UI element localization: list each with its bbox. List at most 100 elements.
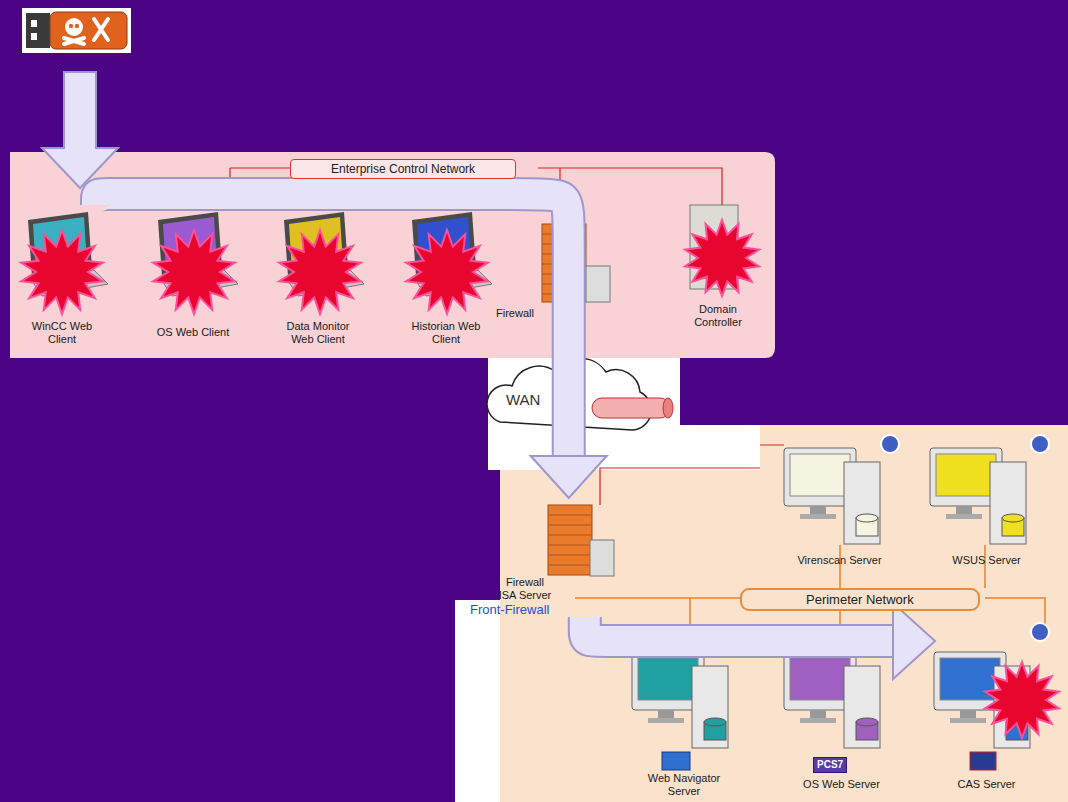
server: Web Navigator Server xyxy=(628,648,740,798)
arrow-head xyxy=(531,456,607,498)
server-tower xyxy=(692,666,728,748)
server-icon xyxy=(930,448,1026,544)
node-label: Firewall ISA Server xyxy=(496,576,554,602)
server: Virenscan Server xyxy=(778,438,901,567)
node-label: Historian Web Client xyxy=(404,320,488,346)
node-label: CAS Server xyxy=(938,778,1036,791)
globe-icon xyxy=(1031,435,1049,453)
database-top xyxy=(856,718,878,726)
infection-arrow xyxy=(42,72,118,188)
infection-mark xyxy=(21,230,103,314)
usb-frame xyxy=(22,8,131,53)
infection-marks xyxy=(21,220,1059,738)
database-top xyxy=(704,718,726,726)
server: CAS Server xyxy=(935,630,1038,791)
node-label: WinCC Web Client xyxy=(30,320,94,346)
arrow-outline xyxy=(585,617,895,641)
arrow-body xyxy=(97,194,569,458)
network-wire xyxy=(575,545,1045,652)
skull-cross xyxy=(64,19,108,44)
usb-pin xyxy=(31,20,37,27)
zone-panel xyxy=(500,425,1068,802)
client-computer: Data Monitor Web Client xyxy=(268,205,368,346)
monitor-foot xyxy=(800,718,836,723)
client-computer: WinCC Web Client xyxy=(12,205,112,346)
node-label: Domain Controller xyxy=(682,303,754,329)
skull xyxy=(65,18,83,36)
white-patch xyxy=(455,600,500,802)
server: WSUS Server xyxy=(930,438,1043,567)
infection-mark xyxy=(985,662,1059,738)
server-icon xyxy=(784,652,880,748)
globe-icon xyxy=(881,435,899,453)
monitor-screen xyxy=(790,658,850,700)
firewall-icon xyxy=(548,505,614,576)
icon-label: PCS7 xyxy=(813,757,847,773)
network-zone: Perimeter NetworkFirewall ISA ServerFron… xyxy=(500,425,1068,802)
skull-eye xyxy=(75,24,79,28)
brick-joints xyxy=(548,515,592,565)
monitor-foot xyxy=(946,514,982,519)
wan-cloud: WAN xyxy=(492,368,652,434)
white-patch xyxy=(680,425,760,470)
network-zone: Enterprise Control NetworkWinCC Web Clie… xyxy=(10,152,775,358)
wan-pipe xyxy=(592,398,670,418)
node-label: WAN xyxy=(506,391,540,408)
app-icon xyxy=(970,752,996,770)
monitor-stand xyxy=(956,506,972,514)
node-label: WSUS Server xyxy=(933,554,1041,567)
monitor-screen xyxy=(936,454,996,496)
brick-wall xyxy=(548,505,592,575)
client-computer: Historian Web Client xyxy=(396,205,496,346)
wan-pipe-end xyxy=(663,398,673,418)
monitor-foot xyxy=(648,718,684,723)
server: Domain Controller xyxy=(672,195,764,329)
device-icons xyxy=(28,205,1049,770)
server-icon xyxy=(784,448,880,544)
skull-eye xyxy=(69,24,73,28)
monitor-screen xyxy=(790,454,850,496)
monitor-stand xyxy=(810,506,826,514)
arrow-head xyxy=(893,603,935,679)
monitor-stand xyxy=(810,710,826,718)
node-label: OS Web Server xyxy=(783,778,901,791)
globe-icon xyxy=(1031,623,1049,641)
app-icon xyxy=(662,752,690,770)
firewall: Firewall xyxy=(488,212,614,320)
node-label: Virenscan Server xyxy=(781,554,899,567)
monitor-foot xyxy=(950,718,986,723)
zone-title: Perimeter Network xyxy=(740,588,980,611)
arrow-outline xyxy=(97,194,569,458)
node-label: OS Web Client xyxy=(145,326,241,339)
node-label: Firewall xyxy=(488,307,542,320)
firewall-box xyxy=(586,266,610,302)
monitor-stand xyxy=(658,710,674,718)
zone-title: Enterprise Control Network xyxy=(290,159,516,179)
network-wire xyxy=(600,445,784,505)
server-tower xyxy=(844,666,880,748)
zone-caption: Front-Firewall xyxy=(470,602,614,617)
database-top xyxy=(1002,514,1024,522)
node-label: Web Navigator Server xyxy=(643,772,725,798)
client-computer: OS Web Client xyxy=(142,205,244,339)
monitor-stand xyxy=(960,710,976,718)
infection-mark xyxy=(153,230,235,314)
usb-body xyxy=(50,12,127,49)
database-top xyxy=(856,514,878,522)
server-tower xyxy=(990,462,1026,544)
arrow-body xyxy=(585,617,895,641)
infection-mark xyxy=(685,220,759,296)
attack-path-arrow xyxy=(97,194,607,498)
usb-plug xyxy=(26,13,50,48)
attack-path-arrow xyxy=(585,603,935,679)
monitor-foot xyxy=(800,514,836,519)
server-tower xyxy=(844,462,880,544)
node-label: Data Monitor Web Client xyxy=(278,320,358,346)
infection-mark xyxy=(406,230,488,314)
usb-stick xyxy=(22,8,131,53)
firewall: Firewall ISA ServerFront-Firewall xyxy=(468,498,614,617)
monitor-screen xyxy=(638,658,698,700)
usb-pin xyxy=(31,33,37,40)
firewall-box xyxy=(590,540,614,576)
